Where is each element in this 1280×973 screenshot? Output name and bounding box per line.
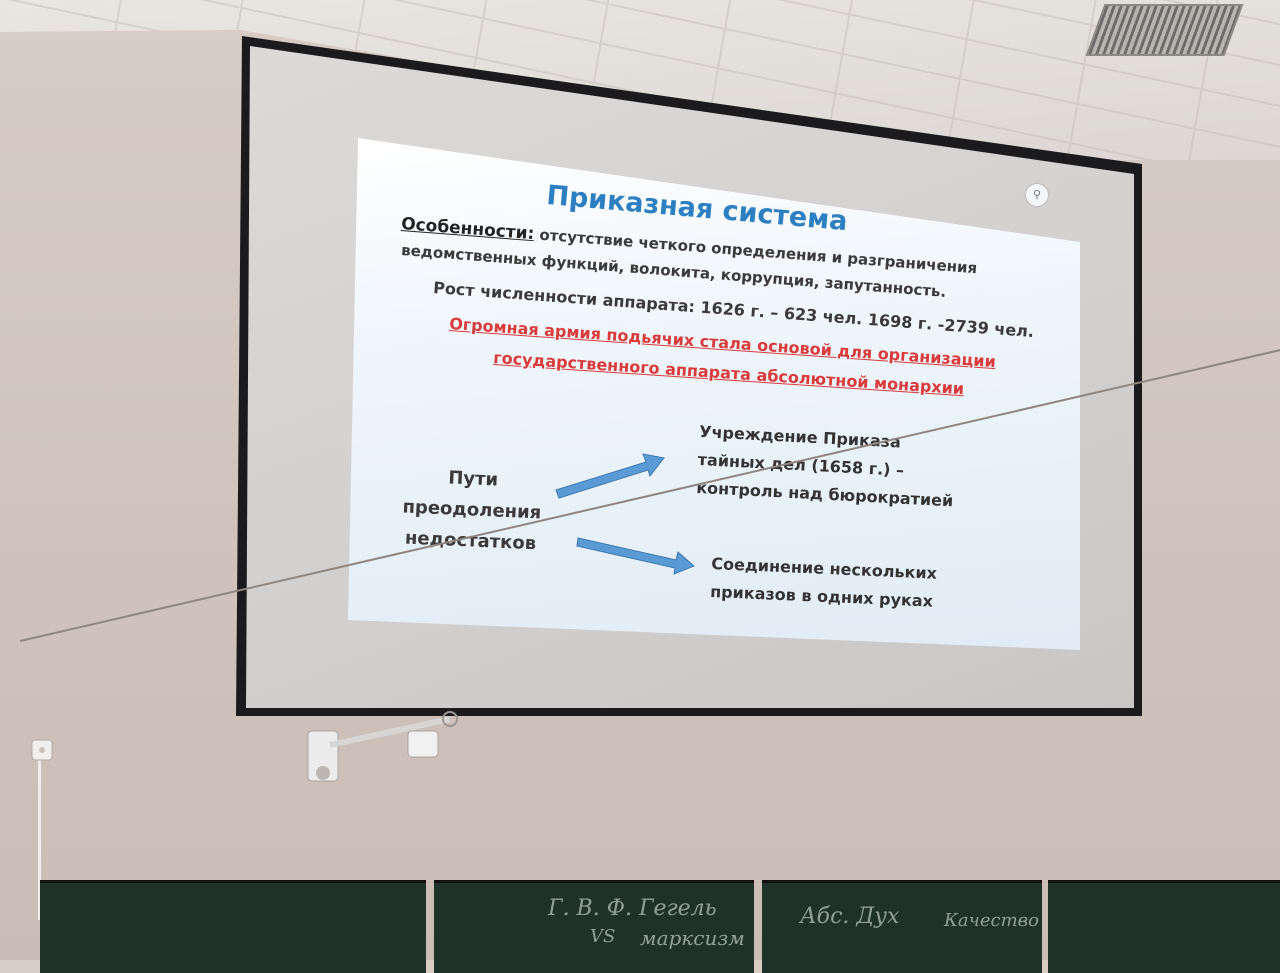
arrow-down-right-icon — [576, 537, 695, 575]
chalk-text: VS — [590, 926, 616, 947]
chalk-text: Абс. Дух — [800, 904, 900, 929]
chalk-text: марксизм — [640, 926, 745, 950]
way-2-text: Соединение нескольких приказов в одних р… — [709, 553, 938, 611]
chalkboard-3 — [762, 880, 1042, 973]
way-1-text: Учреждение Приказа тайных дел (1658 г.) … — [695, 421, 954, 511]
chalk-text: Г. В. Ф. Гегель — [548, 896, 717, 921]
chalkboard-2 — [434, 880, 754, 973]
wall-socket — [31, 739, 53, 761]
zoom-icon: ⚲ — [1026, 184, 1048, 206]
ways-title: Пути преодоления недостатков — [390, 460, 554, 560]
chalkboard-4 — [1048, 880, 1280, 973]
chalkboard-1 — [40, 880, 426, 973]
projector-mount-bracket — [307, 711, 458, 782]
chalk-text: Качество — [944, 910, 1039, 931]
wall-conduit — [38, 760, 41, 920]
arrow-up-right-icon — [555, 453, 665, 499]
ceiling-vent — [1085, 4, 1244, 56]
